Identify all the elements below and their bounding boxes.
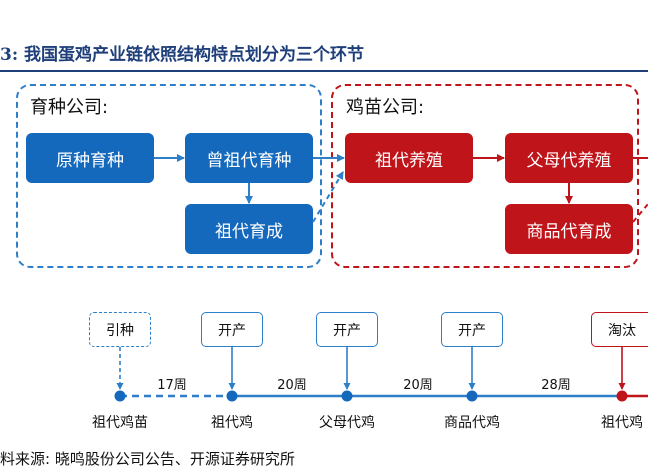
- stage-label-1: 祖代鸡苗: [92, 415, 148, 431]
- stage-label-4: 商品代鸡: [444, 415, 500, 431]
- stage-label-2: 祖代鸡: [211, 415, 253, 431]
- event-yinzhong: 引种: [89, 312, 151, 347]
- source-note: 料来源: 晓鸣股份公司公告、开源证券研究所: [0, 450, 295, 468]
- timeline-dot-2: [226, 390, 238, 402]
- stage-label-3: 父母代鸡: [319, 415, 375, 431]
- event-kaichan-3: 开产: [441, 312, 503, 347]
- breeding-company-group: [16, 84, 322, 268]
- node-shangpin: 商品代育成: [505, 204, 633, 254]
- timeline-dot-4: [466, 390, 478, 402]
- event-kaichan-1: 开产: [201, 312, 263, 347]
- event-taotai: 淘汰: [591, 312, 648, 347]
- figure-title: 3: 我国蛋鸡产业链依照结构特点划分为三个环节: [0, 45, 365, 65]
- chick-company-label: 鸡苗公司:: [346, 97, 425, 118]
- arrow-shangpin-out: [632, 203, 648, 223]
- node-zudai-yangzhi: 祖代养殖: [345, 133, 473, 183]
- node-fumudai: 父母代养殖: [505, 133, 633, 183]
- chick-company-group: [331, 84, 639, 268]
- breeding-company-label: 育种公司:: [30, 97, 109, 118]
- event-kaichan-2: 开产: [316, 312, 378, 347]
- interval-1: 17周: [157, 378, 187, 393]
- arrow-yucheng-yangzhi: [312, 171, 344, 223]
- interval-4: 28周: [541, 378, 571, 393]
- title-divider: [0, 70, 648, 72]
- node-zudai-yucheng: 祖代育成: [185, 204, 313, 254]
- stage-label-5: 祖代鸡: [601, 415, 643, 431]
- node-zengzudai: 曾祖代育种: [185, 133, 313, 183]
- interval-2: 20周: [277, 378, 307, 393]
- timeline-dot-3: [341, 390, 353, 402]
- timeline-dot-5: [616, 390, 628, 402]
- node-yuanzhong: 原种育种: [26, 133, 154, 183]
- timeline-dot-1: [114, 390, 126, 402]
- interval-3: 20周: [403, 378, 433, 393]
